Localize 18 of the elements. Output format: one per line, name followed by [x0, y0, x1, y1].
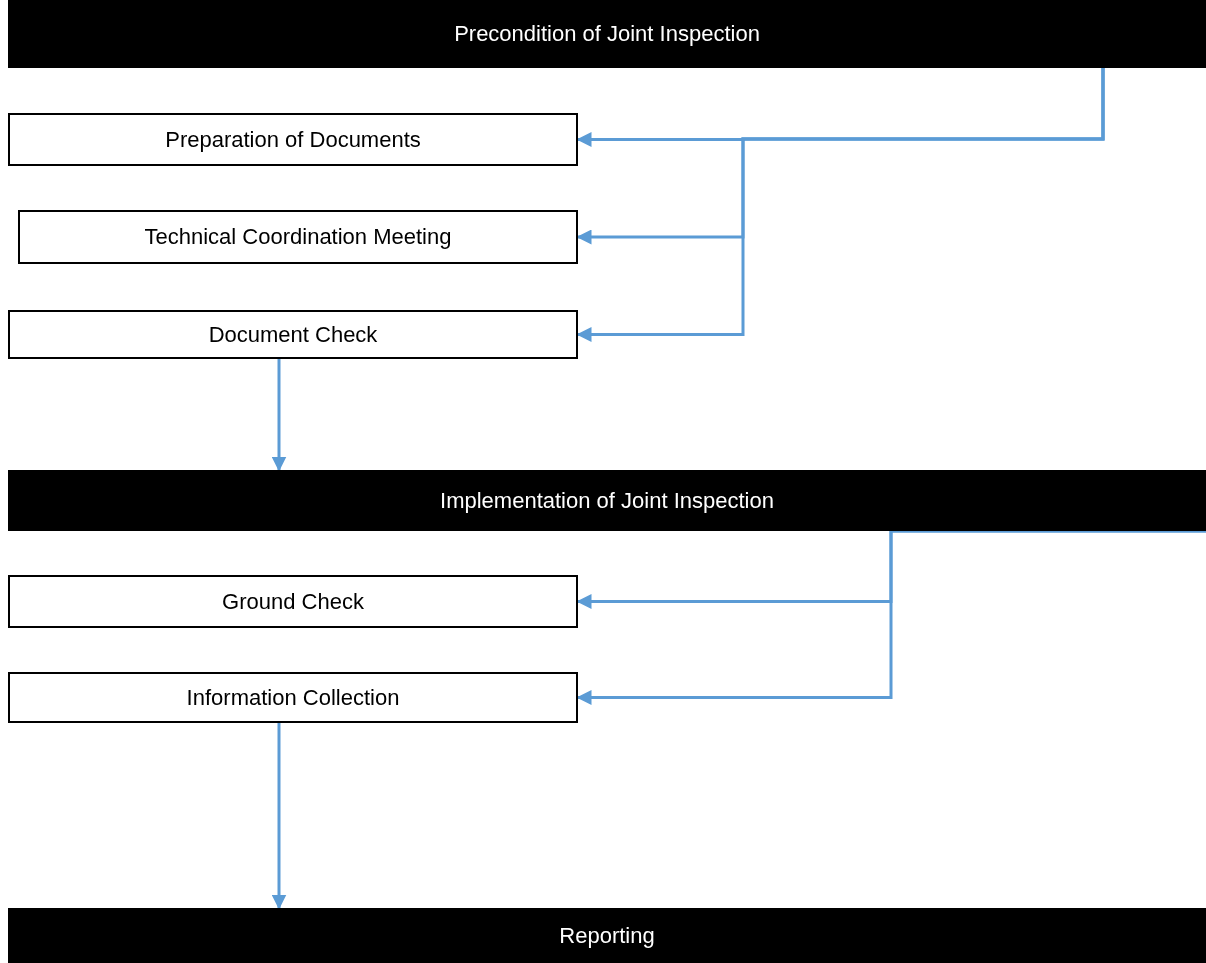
step-label: Document Check — [208, 321, 378, 348]
arrow — [271, 723, 287, 910]
step-box — [8, 672, 578, 723]
arrow — [271, 359, 287, 472]
step-box — [8, 575, 578, 628]
phase-banner — [8, 470, 1206, 531]
step-label: Reporting — [559, 922, 655, 949]
phase-banner — [8, 908, 1206, 963]
step-box — [18, 210, 578, 264]
step-label: Technical Coordination Meeting — [144, 224, 452, 250]
step-label: Preparation of Documents — [165, 126, 421, 153]
step-label: Ground Check — [222, 588, 364, 615]
step-box — [8, 310, 578, 359]
step-label: Implementation of Joint Inspection — [440, 487, 774, 514]
step-label: Precondition of Joint Inspection — [454, 21, 760, 47]
phase-banner — [8, 0, 1206, 68]
step-label: Information Collection — [186, 684, 400, 711]
step-box — [8, 113, 578, 166]
